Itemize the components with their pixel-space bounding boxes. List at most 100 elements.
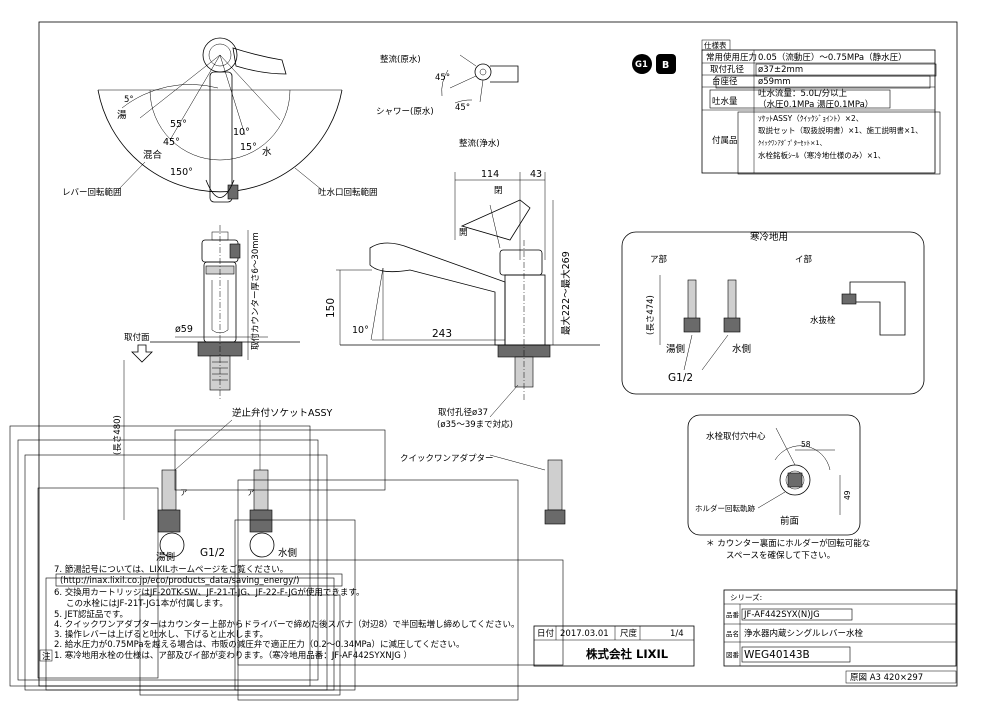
- a-label-hot: ア: [180, 488, 188, 497]
- side-view: 114 43 閉 開 150 243 10° 最大222～最大269 取付孔径ø…: [325, 169, 600, 525]
- spec-header: 仕様表: [704, 40, 727, 50]
- spec-value-flow: 吐水流量：5.0L/分以上: [758, 88, 848, 99]
- shower-label: シャワー(原水): [376, 106, 434, 117]
- spec-value-base: ø59mm: [758, 77, 791, 87]
- spec-value-pressure: 0.05（流動圧）～0.75MPa（静水圧）: [758, 52, 907, 63]
- holder-note-1: ＊ カウンター裏面にホルダーが回転可能な: [706, 538, 870, 549]
- title-block: 日付 2017.03.01 尺度 1/4 株式会社 LIXIL シリーズ: 品番…: [533, 589, 957, 684]
- angle-15-label: 15°: [240, 142, 257, 153]
- angle-10-label: 10°: [352, 325, 369, 336]
- dim-43: 43: [530, 169, 542, 180]
- original-size: 原図 A3 420×297: [850, 673, 923, 683]
- front-view: 取付カウンター厚さ6～30mm ø59 取付面 (長さ480) 逆止弁付ソケット…: [9, 225, 564, 701]
- holder-center-label: 水栓取付穴中心: [706, 431, 766, 442]
- cold-side-label: 水側: [278, 547, 297, 559]
- eco-badges: G1 B: [632, 54, 676, 74]
- note-2: 2. 給水圧力が0.75MPaを越える場合は、市販の減圧弁で適正圧力（0.2～0…: [54, 639, 465, 650]
- mount-surface-label: 取付面: [124, 332, 150, 343]
- drawing-frame: [38, 21, 958, 687]
- rectify-pure-label: 整流(浄水): [459, 138, 500, 149]
- spec-label-pressure: 常用使用圧力: [706, 52, 757, 63]
- length480-label: (長さ480): [113, 415, 123, 455]
- front-label: 前面: [780, 515, 799, 527]
- hot-label: 湯: [117, 109, 127, 121]
- note-5: 5. JET認証品です。: [54, 609, 128, 620]
- spray-mode-diagram: 整流(原水) シャワー(原水) 整流(浄水) 45° 45°: [376, 54, 519, 149]
- dim-243: 243: [432, 328, 452, 340]
- counter-thickness-label: 取付カウンター厚さ6～30mm: [250, 232, 261, 350]
- note-7-url: (http://inax.lixil.co.jp/eco/products_da…: [60, 576, 299, 586]
- model-label: 品番: [726, 611, 740, 619]
- a-label-cold: ア: [247, 488, 255, 497]
- badge-b: B: [662, 60, 669, 71]
- hot-side-label: 湯側: [156, 551, 175, 563]
- quick-adapter-label: クイックワンアダプター: [400, 453, 494, 464]
- spec-value-flow-cond: （水圧0.1MPa 湯圧0.1MPa）: [758, 99, 873, 110]
- drain-label: 水抜栓: [810, 315, 836, 326]
- spec-label-flow: 吐水量: [712, 96, 738, 107]
- angle-10-label: 10°: [233, 127, 250, 138]
- date-label: 日付: [537, 628, 555, 639]
- check-socket-label: 逆止弁付ソケットASSY: [232, 407, 333, 419]
- holder-note-2: スペースを確保して下さい。: [726, 550, 835, 561]
- length474-label: (長さ474): [646, 295, 656, 335]
- angle-55-label: 55°: [170, 119, 187, 130]
- cold-hot-side: 湯側: [666, 343, 685, 355]
- cold-label: 水: [262, 146, 272, 158]
- note-7: 7. 節湯記号については、LIXILホームページをご覧ください。: [54, 564, 288, 575]
- spec-acc-2: 取説セット（取扱説明書）×1、施工説明書×1、: [758, 125, 923, 135]
- lever-range-label: レバー回転範囲: [62, 187, 122, 198]
- scale-label: 尺度: [620, 628, 638, 639]
- note-4: 4. クイックワンアダプターはカウンター上部からドライバーで締めた後スパナ（対辺…: [54, 619, 520, 630]
- spec-acc-3: ｸｲｯｸﾜﾝｱﾀﾞﾌﾟﾀｰｾｯﾄ×1、: [758, 139, 826, 147]
- name-label: 品名: [726, 629, 739, 638]
- hole-dia-label: 取付孔径ø37: [438, 407, 488, 418]
- name-value: 浄水器内蔵シングルレバー水栓: [744, 628, 864, 639]
- dim-114: 114: [481, 169, 499, 180]
- series-label: シリーズ:: [730, 592, 762, 602]
- spec-label-accessories: 付属品: [712, 135, 738, 146]
- date-value: 2017.03.01: [560, 629, 609, 639]
- hole-range-label: (ø35～39まで対応): [437, 419, 513, 430]
- note-6b: この水栓にはJF-21T-JG1本が付属します。: [66, 598, 228, 609]
- angle-5-label: 5°: [124, 95, 134, 105]
- drawing-number: WEG40143B: [744, 649, 810, 661]
- a-part-label: ア部: [650, 254, 668, 265]
- angle-45-label: 45°: [163, 137, 180, 148]
- spec-acc-1: ｿｹｯﾄASSY（ｸｲｯｸｼﾞｮｲﾝﾄ）×2、: [758, 114, 863, 123]
- angle-150-label: 150°: [170, 167, 193, 178]
- angle-45b-label: 45°: [455, 103, 470, 113]
- mix-label: 混合: [143, 149, 163, 161]
- note-3: 3. 操作レバーは上げると吐水し、下げると止水します。: [54, 629, 268, 640]
- cold-region-box: 寒冷地用 ア部 イ部 (長さ474) 湯側 水側 G1/2 水抜栓: [621, 231, 925, 395]
- drawing-label: 図番: [726, 651, 740, 659]
- lever-range-arc: [97, 89, 343, 193]
- holder-rotation-label: ホルダー回転軌跡: [695, 503, 755, 513]
- badge-g1: G1: [635, 60, 648, 70]
- dim-58: 58: [801, 440, 811, 449]
- top-view: 5° 湯 55° 45° 混合 10° 15° 水 150° レバー回転範囲 吐…: [62, 37, 378, 203]
- spec-acc-4: 水栓銘板ｼｰﾙ（寒冷地仕様のみ）×1、: [758, 150, 885, 160]
- dim-150: 150: [325, 298, 337, 318]
- dim-49: 49: [843, 490, 852, 500]
- note-1: 1. 寒冷地用水栓の仕様は、ア部及びイ部が変わります。（寒冷地用品番：JF-AF…: [54, 650, 412, 661]
- dim-222-269: 最大222～最大269: [560, 251, 572, 335]
- note-mark: 注: [42, 651, 51, 662]
- g-half-label: G1/2: [200, 547, 225, 559]
- cold-region-title: 寒冷地用: [750, 231, 788, 243]
- dia59-label: ø59: [175, 324, 193, 335]
- angle-45a-label: 45°: [435, 73, 450, 83]
- company-name: 株式会社 LIXIL: [586, 647, 669, 661]
- rectify-hot-label: 整流(原水): [380, 54, 421, 65]
- model-value: JF-AF442SYX(N)JG: [743, 610, 820, 620]
- close-label: 閉: [494, 186, 503, 196]
- i-part-label: イ部: [795, 254, 813, 265]
- spec-table: 仕様表 常用使用圧力 0.05（流動圧）～0.75MPa（静水圧） 取付孔径 ø…: [701, 39, 941, 175]
- open-label: 開: [459, 228, 468, 238]
- scale-value: 1/4: [670, 629, 684, 639]
- spec-label-base: 台座径: [712, 76, 738, 87]
- cold-cold-side: 水側: [732, 343, 751, 355]
- note-6: 6. 交換用カートリッジはJF-20TK-SW、JF-21-T-JG、JF-22…: [54, 587, 364, 598]
- spec-value-hole: ø37±2mm: [758, 65, 803, 75]
